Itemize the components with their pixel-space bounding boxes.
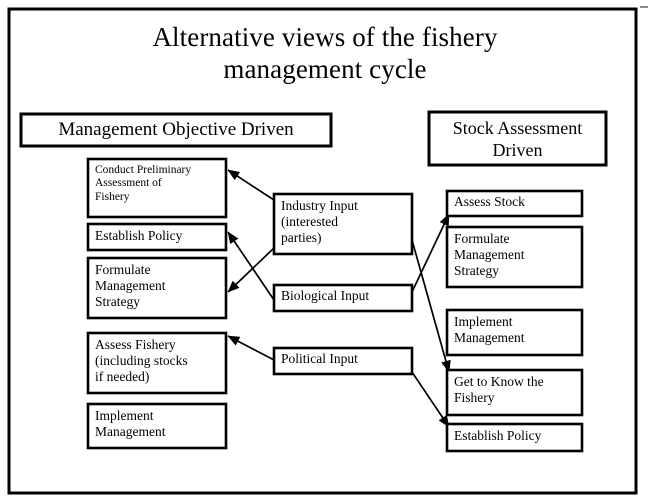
diagram-title: Alternative views of the fishery managem… — [152, 22, 498, 84]
node-box-implement-management-left[interactable] — [86, 402, 228, 450]
node-label-establish-policy-right: Establish Policy — [454, 428, 542, 443]
arrowhead-political-to-assess-fishery — [227, 335, 241, 346]
node-label-formulate-management-strategy-right: Formulate Management Strategy — [454, 231, 525, 278]
node-label-implement-management-left: Implement Management — [95, 408, 166, 439]
connector-line-biological-to-assess-stock — [411, 213, 450, 293]
node-label-conduct-preliminary-assessment: Conduct Preliminary Assessment of Fisher… — [95, 164, 192, 203]
node-label-implement-management-right: Implement Management — [454, 314, 525, 345]
node-box-biological-input[interactable] — [272, 283, 414, 313]
node-label-political-input: Political Input — [281, 351, 358, 366]
node-box-political-input[interactable] — [272, 346, 414, 376]
page-corner-mark — [640, 6, 648, 8]
node-box-establish-policy-left[interactable] — [86, 222, 228, 252]
connector-line-biological-to-establish-policy — [227, 231, 275, 301]
node-box-industry-input[interactable] — [272, 192, 414, 256]
node-box-get-to-know-the-fishery[interactable] — [445, 368, 584, 417]
node-label-formulate-management-strategy-left: Formulate Management Strategy — [95, 262, 166, 309]
arrowhead-industry-to-formulate-strategy — [227, 280, 240, 293]
node-box-assess-fishery[interactable] — [86, 331, 228, 395]
arrowhead-industry-to-conduct-preliminary — [227, 169, 241, 181]
node-label-industry-input: Industry Input (interested parties) — [281, 198, 358, 245]
right-column-header-box — [427, 110, 608, 167]
node-box-assess-stock[interactable] — [445, 189, 584, 218]
left-column-header-label: Management Objective Driven — [58, 119, 294, 140]
node-box-implement-management-right[interactable] — [445, 308, 584, 357]
node-box-establish-policy-right[interactable] — [445, 422, 584, 453]
node-label-establish-policy-left: Establish Policy — [95, 228, 183, 243]
node-label-assess-stock: Assess Stock — [454, 194, 525, 209]
node-box-formulate-management-strategy-right[interactable] — [445, 225, 584, 289]
node-label-get-to-know-the-fishery: Get to Know the Fishery — [454, 374, 544, 405]
node-box-formulate-management-strategy-left[interactable] — [86, 256, 228, 320]
connector-line-industry-to-get-to-know-fishery — [411, 239, 450, 373]
right-column-header-label: Stock Assessment Driven — [452, 118, 583, 160]
node-label-assess-fishery: Assess Fishery (including stocks if need… — [95, 337, 188, 384]
node-boxes — [86, 157, 584, 453]
node-box-conduct-preliminary-assessment[interactable] — [86, 157, 228, 219]
left-column-header-box — [19, 112, 333, 148]
column-header-boxes — [19, 110, 608, 167]
connector-arrows — [227, 169, 451, 428]
node-label-biological-input: Biological Input — [281, 288, 370, 303]
outer-frame-rect — [7, 7, 638, 495]
arrowhead-biological-to-establish-policy — [227, 231, 239, 245]
outer-frame — [7, 7, 638, 495]
